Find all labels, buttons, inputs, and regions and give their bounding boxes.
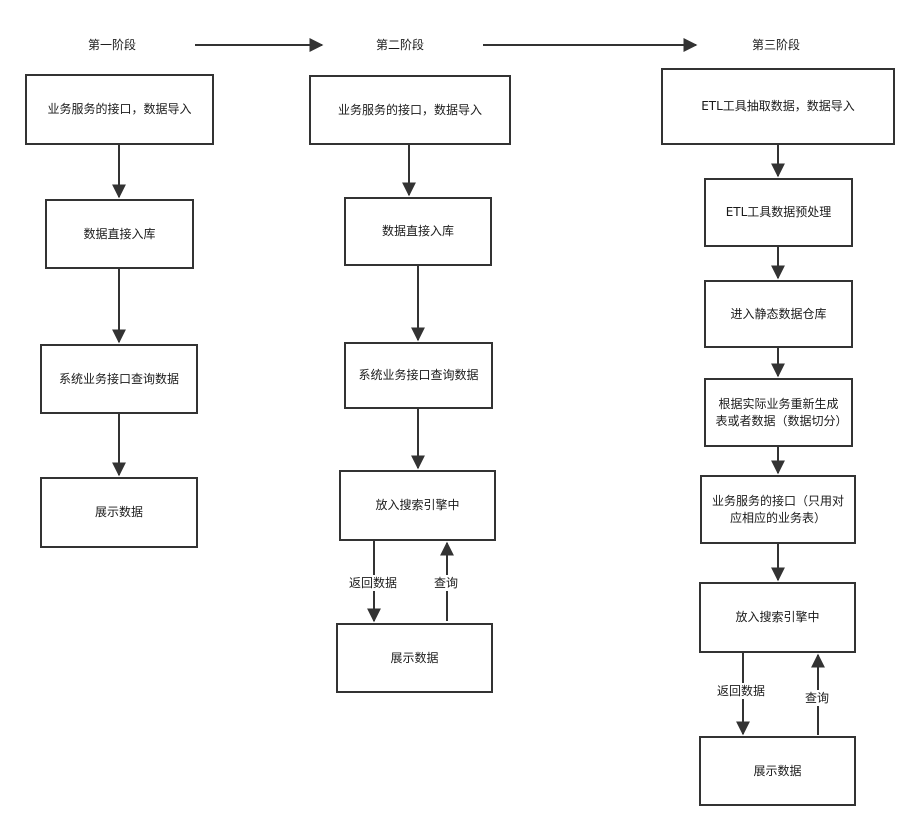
- stage-2-title: 第二阶段: [376, 38, 425, 52]
- s3-step-search-engine: 放入搜索引擎中: [699, 582, 856, 653]
- s3-step-business-api: 业务服务的接口（只用对应相应的业务表）: [700, 475, 856, 544]
- s2-step-search-engine-label: 放入搜索引擎中: [375, 498, 460, 512]
- s2-step-display: 展示数据: [336, 623, 493, 693]
- s1-step-store-label: 数据直接入库: [83, 226, 156, 241]
- s2-step-store: 数据直接入库: [344, 197, 492, 266]
- s2-step-display-label: 展示数据: [390, 650, 439, 665]
- s3-step-etl-extract-label: ETL工具抽取数据，数据导入: [701, 99, 855, 113]
- s3-step-warehouse: 进入静态数据仓库: [704, 280, 853, 348]
- s1-step-import-label: 业务服务的接口，数据导入: [47, 102, 192, 116]
- s2-step-search-engine: 放入搜索引擎中: [339, 470, 496, 541]
- s1-step-store: 数据直接入库: [45, 199, 194, 269]
- s2-step-query: 系统业务接口查询数据: [344, 342, 493, 409]
- s3-step-etl-preprocess-label: ETL工具数据预处理: [725, 205, 832, 219]
- s3-step-display: 展示数据: [699, 736, 856, 806]
- s3-step-search-engine-label: 放入搜索引擎中: [735, 610, 820, 624]
- s3-step-warehouse-label: 进入静态数据仓库: [730, 306, 827, 321]
- s2-step-store-label: 数据直接入库: [381, 224, 454, 238]
- s1-step-query: 系统业务接口查询数据: [40, 344, 198, 414]
- stage-1-title: 第一阶段: [88, 38, 137, 52]
- s2-return-label: 返回数据: [349, 575, 398, 591]
- s2-step-import-label: 业务服务的接口，数据导入: [337, 102, 482, 117]
- stage-3-title: 第三阶段: [752, 38, 801, 52]
- s3-query-label: 查询: [805, 690, 830, 706]
- s1-step-display-label: 展示数据: [94, 505, 143, 519]
- s1-step-display: 展示数据: [40, 477, 198, 548]
- s3-step-display-label: 展示数据: [753, 763, 802, 778]
- s2-step-query-label: 系统业务接口查询数据: [358, 368, 479, 382]
- s1-step-query-label: 系统业务接口查询数据: [58, 371, 179, 386]
- s3-step-etl-extract: ETL工具抽取数据，数据导入: [661, 68, 895, 145]
- s3-step-regenerate-label: 根据实际业务重新生成表或者数据（数据切分）: [715, 396, 848, 428]
- s2-query-label: 查询: [434, 575, 459, 591]
- s3-return-label: 返回数据: [717, 683, 766, 699]
- s3-step-regenerate: 根据实际业务重新生成表或者数据（数据切分）: [704, 378, 853, 447]
- s3-step-etl-preprocess: ETL工具数据预处理: [704, 178, 853, 247]
- s3-step-business-api-label: 业务服务的接口（只用对应相应的业务表）: [712, 493, 845, 525]
- s2-step-import: 业务服务的接口，数据导入: [309, 75, 511, 145]
- s1-step-import: 业务服务的接口，数据导入: [25, 74, 214, 145]
